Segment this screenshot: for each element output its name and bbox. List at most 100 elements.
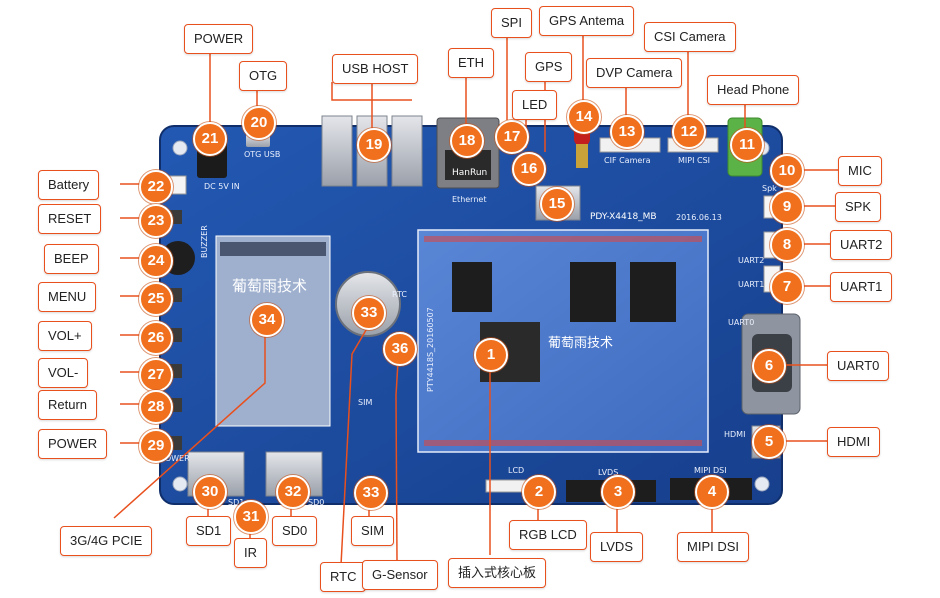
label-eth: ETH [448,48,494,78]
label-ir: IR [234,538,267,568]
badge-8: 8 [770,228,804,262]
sim-silk-text: SIM [358,398,373,407]
label-spi: SPI [491,8,532,38]
core-model-text: PTY4418S_20160507 [426,307,435,392]
ethernet-text: Ethernet [452,195,487,204]
hanrun-text: HanRun [452,168,488,178]
sd0-silk-text: SD0 [308,498,325,507]
badge-2: 2 [522,475,556,509]
label-otg: OTG [239,61,288,91]
badge-28: 28 [139,390,173,424]
label-uart2: UART2 [830,230,893,260]
rtc-silk-text: RTC [392,290,407,299]
badge-14: 14 [567,100,601,134]
badge-7: 7 [770,270,804,304]
badge-4: 4 [695,475,729,509]
label-rgb-lcd: RGB LCD [509,520,587,550]
core-brand-text: 葡萄雨技术 [548,336,614,351]
power-silk-text: POWER [160,454,190,463]
badge-9: 9 [770,190,804,224]
usb-host-port [321,115,353,187]
uart2-silk-text: UART2 [738,256,765,265]
uart1-silk-text: UART1 [738,280,765,289]
hdmi-silk-text: HDMI [724,430,746,439]
label-led: LED [512,90,558,120]
badge-33-rtc: 33 [352,296,386,330]
label-gps: GPS [525,52,573,82]
badge-1: 1 [474,338,508,372]
label-rtc: RTC [320,562,367,592]
label-pcie: 3G/4G PCIE [60,526,153,556]
label-power-left: POWER [38,429,108,459]
label-beep: BEEP [44,244,99,274]
label-uart1: UART1 [830,272,893,302]
badge-6: 6 [752,349,786,383]
badge-34: 34 [250,303,284,337]
badge-31: 31 [234,500,268,534]
lcd-silk-text: LCD [508,466,525,475]
label-menu: MENU [38,282,97,312]
label-reset: RESET [38,204,102,234]
label-uart0: UART0 [827,351,890,381]
badge-27: 27 [139,358,173,392]
badge-3: 3 [601,475,635,509]
badge-10: 10 [770,154,804,188]
label-battery: Battery [38,170,100,200]
label-usb-host: USB HOST [332,54,419,84]
label-core-board: 插入式核心板 [448,558,547,588]
label-sd0: SD0 [272,516,318,546]
mipi-silk-text: MIPI DSI [694,466,727,475]
label-lvds: LVDS [590,532,643,562]
badge-18: 18 [450,124,484,158]
mount-hole [754,476,770,492]
label-gsensor: G-Sensor [362,560,438,590]
label-dvp-camera: DVP Camera [586,58,683,88]
badge-19: 19 [357,128,391,162]
board-model-text: PDY-X4418_MB [590,212,657,222]
buzzer-silk-text: BUZZER [200,225,209,258]
lvds-silk-text: LVDS [598,468,619,477]
label-power-top: POWER [184,24,254,54]
label-csi-camera: CSI Camera [644,22,736,52]
mount-hole [172,140,188,156]
usb-host-port [391,115,423,187]
badge-20: 20 [242,106,276,140]
label-return: Return [38,390,98,420]
badge-15: 15 [540,187,574,221]
badge-22: 22 [139,170,173,204]
cif-silk-text: CIF Camera [604,156,651,165]
label-head-phone: Head Phone [707,75,800,105]
label-hdmi: HDMI [827,427,881,457]
pcie-brand-text: 葡萄雨技术 [232,277,308,295]
badge-29: 29 [139,429,173,463]
dc-in-text: DC 5V IN [204,182,240,191]
otg-usb-text: OTG USB [244,150,281,159]
badge-16: 16 [512,152,546,186]
badge-23: 23 [139,204,173,238]
label-mic: MIC [838,156,882,186]
badge-21: 21 [193,122,227,156]
label-vol-minus: VOL- [38,358,89,388]
uart0-silk-text: UART0 [728,318,755,327]
badge-24: 24 [139,244,173,278]
label-spk: SPK [835,192,882,222]
badge-36: 36 [383,332,417,366]
label-gps-antema: GPS Antema [539,6,635,36]
badge-25: 25 [139,282,173,316]
badge-13: 13 [610,115,644,149]
label-sd1: SD1 [186,516,232,546]
label-mipi-dsi: MIPI DSI [677,532,750,562]
badge-12: 12 [672,115,706,149]
mipi-csi-silk-text: MIPI CSI [678,156,711,165]
badge-32: 32 [276,475,310,509]
badge-5: 5 [752,425,786,459]
board-date-text: 2016.06.13 [676,213,722,222]
badge-17: 17 [495,120,529,154]
label-vol-plus: VOL+ [38,321,92,351]
label-sim: SIM [351,516,395,546]
mount-hole [172,476,188,492]
badge-33-sim: 33 [354,476,388,510]
sd1-silk-text: SD1 [228,498,245,507]
